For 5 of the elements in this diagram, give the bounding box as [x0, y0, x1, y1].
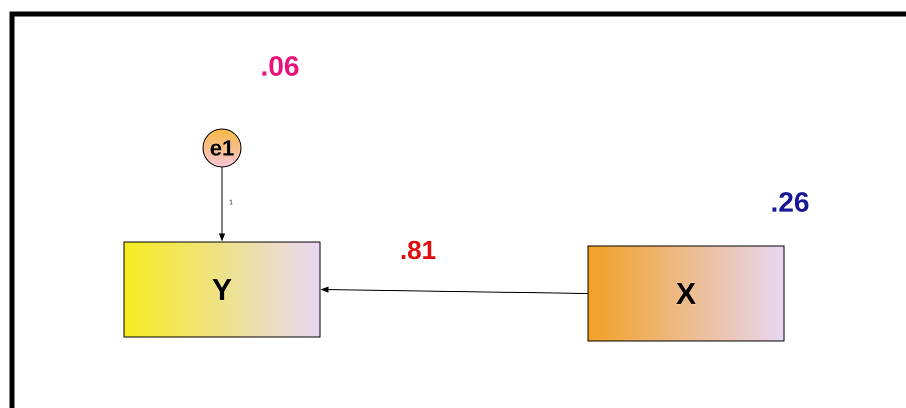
variable-box: X — [588, 246, 784, 342]
variable-box: Y — [124, 242, 320, 338]
coefficient-label: .06 — [262, 56, 298, 76]
path-coefficient: .81 — [402, 240, 436, 260]
coefficient-label: .26 — [772, 192, 808, 212]
